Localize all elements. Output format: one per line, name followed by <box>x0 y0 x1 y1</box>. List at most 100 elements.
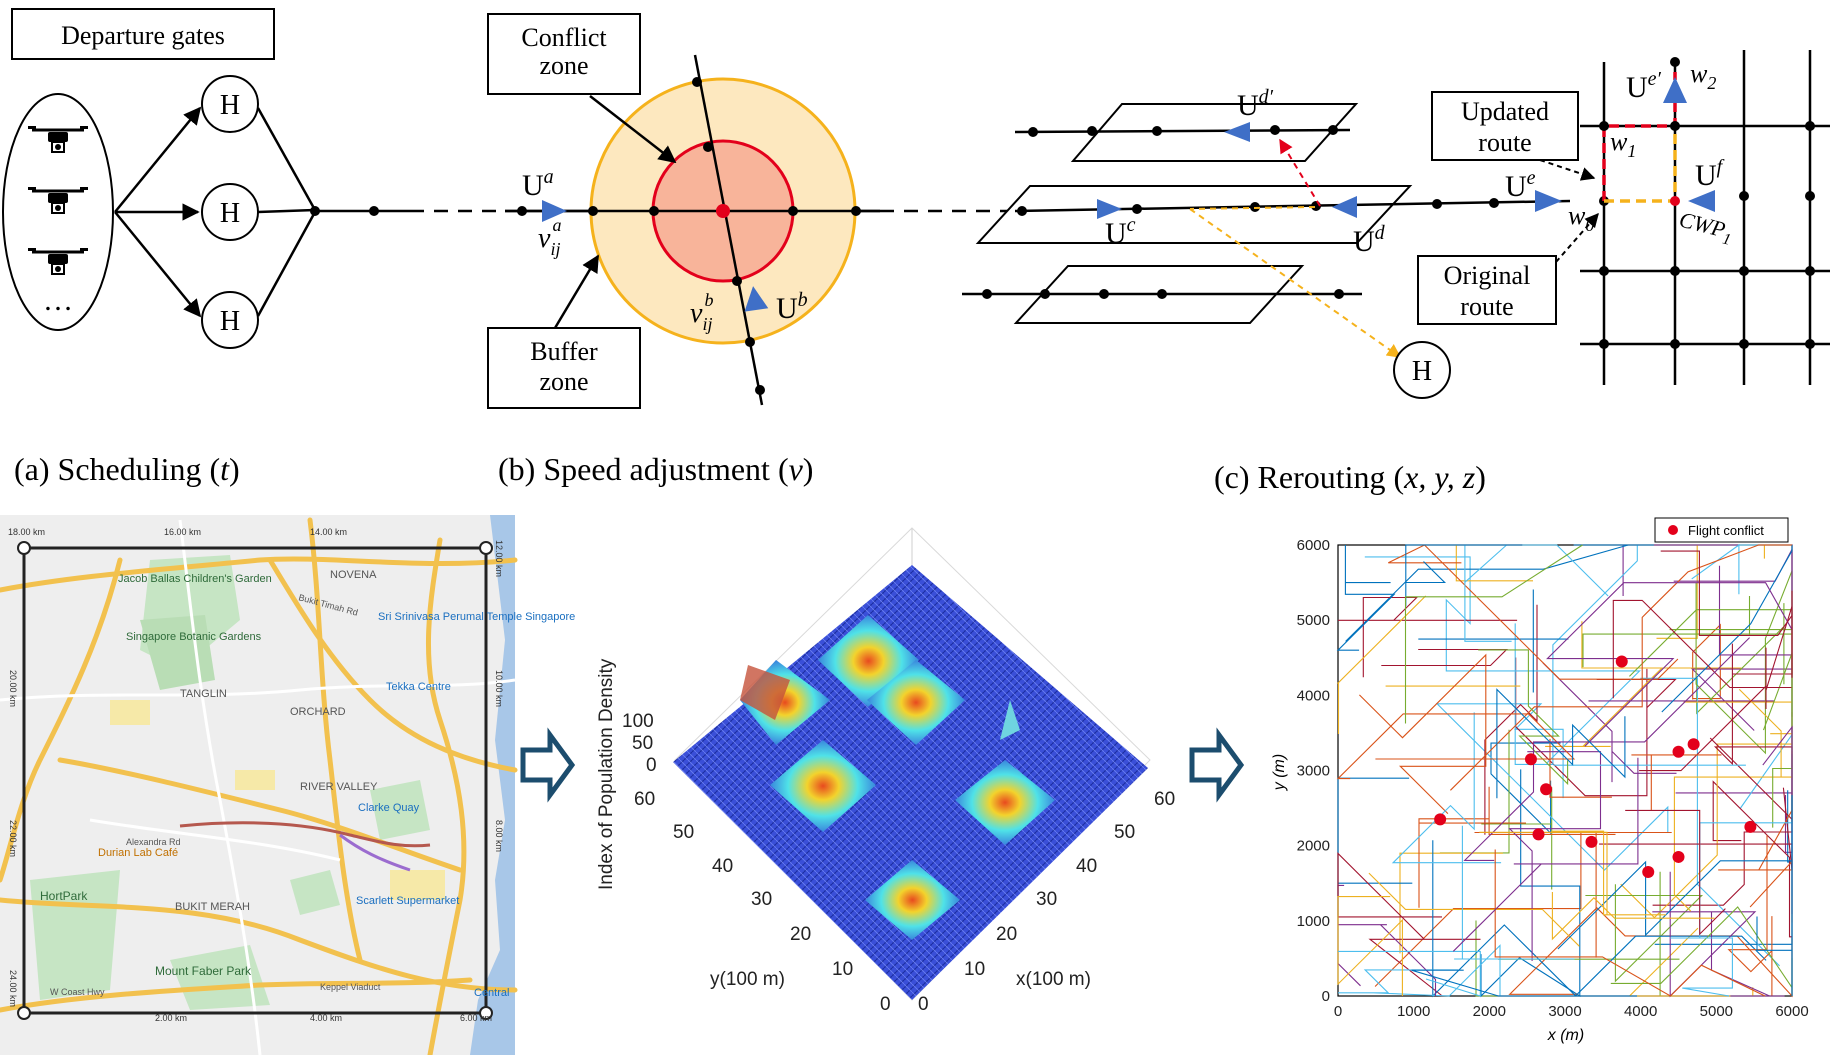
x-tick: 30 <box>1036 889 1057 910</box>
route-line <box>1480 769 1581 998</box>
map-place-label: ORCHARD <box>290 706 346 718</box>
altitude-layer-mid <box>975 185 1413 244</box>
va-label: vija <box>538 215 561 259</box>
buffer-zone-box <box>487 327 641 409</box>
cwp-label: CWP1 <box>1676 207 1736 249</box>
conflict-zone-label: zone <box>539 51 588 80</box>
hub-label: H <box>220 90 240 121</box>
route-line <box>1338 944 1501 997</box>
map-tick: 24.00 km <box>8 970 18 1007</box>
departure-gates-label: Departure gates <box>61 21 225 50</box>
map-place-label: Clarke Quay <box>358 802 420 814</box>
map-place-label: HortPark <box>40 889 88 903</box>
map-place-label: Jacob Ballas Children's Garden <box>118 573 272 585</box>
route-line <box>1691 543 1792 595</box>
original-route-box <box>1417 255 1557 325</box>
map-tick: 4.00 km <box>310 1013 342 1023</box>
route-line <box>1364 556 1641 764</box>
drone-icon <box>28 187 88 214</box>
z-tick: 100 <box>622 711 654 732</box>
w2-label: w2 <box>1690 59 1716 93</box>
route-line <box>1620 743 1792 919</box>
uc-label: Uc <box>1105 214 1136 250</box>
plot-area <box>1337 544 1793 997</box>
uav-arrow-ue <box>1535 190 1562 212</box>
panel-a-scheduling: Departure gates … H <box>2 8 505 487</box>
z-tick: 50 <box>632 733 653 754</box>
route-line <box>1542 662 1677 783</box>
ua-label: Ua <box>522 166 554 202</box>
route-line <box>1494 849 1766 997</box>
map-place-label: Durian Lab Café <box>98 847 178 859</box>
route-line <box>1479 830 1667 916</box>
route-line <box>1411 969 1637 997</box>
route-line <box>1338 950 1481 997</box>
drone-icon <box>28 126 88 153</box>
route-line <box>1337 896 1403 996</box>
route-line <box>1508 907 1793 998</box>
map-place-label: Alexandra Rd <box>126 837 181 847</box>
departure-gates-box <box>11 8 275 60</box>
x-tick-label: 4000 <box>1624 1003 1657 1020</box>
legend-label: Flight conflict <box>1688 523 1764 538</box>
y-tick: 50 <box>673 822 694 843</box>
y-tick: 30 <box>751 889 772 910</box>
conflict-zone-label: Conflict <box>521 23 607 52</box>
conflict-zone-box <box>487 13 641 95</box>
uep-label: Ue′ <box>1626 68 1662 104</box>
uav-arrow-udp <box>1224 122 1250 142</box>
conflict-point <box>1434 813 1447 826</box>
route-line <box>1336 545 1396 651</box>
map-place-label: Keppel Viaduct <box>320 982 381 992</box>
ub-label: Ub <box>776 289 808 325</box>
route-line <box>1670 822 1792 997</box>
route-line <box>1452 757 1639 952</box>
uf-label: Uf <box>1695 156 1725 192</box>
udp-label: Ud′ <box>1237 86 1274 122</box>
original-route-label: route <box>1460 292 1513 321</box>
x-tick-label: 5000 <box>1700 1003 1733 1020</box>
uav-arrow-ub <box>744 286 769 312</box>
map-place-label: TANGLIN <box>180 688 227 700</box>
map-place-label: NOVENA <box>330 569 377 581</box>
x-tick: 50 <box>1114 822 1135 843</box>
buffer-zone-label: Buffer <box>530 337 598 366</box>
route-line <box>1368 872 1580 947</box>
route-line <box>1551 892 1715 941</box>
route-line <box>1712 780 1792 938</box>
route-line <box>1432 840 1767 998</box>
route-line <box>1546 582 1793 747</box>
updated-route-label: route <box>1478 128 1531 157</box>
route-line <box>1660 550 1793 678</box>
route-line <box>1336 713 1576 780</box>
panel-b-speed-adjustment: Ua vija Ub vijb Conflict zone Buffer zon… <box>487 13 1015 487</box>
updated-route <box>1602 72 1677 201</box>
route-line <box>1405 544 1523 607</box>
more-drones-ellipsis: … <box>43 284 73 317</box>
flow-arrow <box>520 727 576 803</box>
y-tick: 20 <box>790 924 811 945</box>
uav-arrow-ud <box>1332 196 1357 218</box>
map-place-label: Scarlett Supermarket <box>356 895 459 907</box>
caption-c: (c) Rerouting (x, y, z) <box>1214 459 1486 495</box>
x-tick: 20 <box>996 924 1017 945</box>
map-tick: 18.00 km <box>8 527 45 537</box>
route-grid <box>1580 50 1830 385</box>
map-tick: 10.00 km <box>494 670 504 707</box>
uav-arrow-uc <box>1097 199 1122 219</box>
y-tick: 40 <box>712 856 733 877</box>
conflict-point <box>1642 865 1655 878</box>
x-axis-label: x(100 m) <box>1016 969 1091 990</box>
conflict-point <box>1672 850 1685 863</box>
z-axis-label: Index of Population Density <box>596 658 617 890</box>
w1-label: w1 <box>1610 127 1636 161</box>
map-tick: 22.00 km <box>8 820 18 857</box>
map-place-label: BUKIT MERAH <box>175 901 250 913</box>
route-line <box>1508 751 1602 961</box>
route-line <box>1450 544 1792 791</box>
vb-label: vijb <box>690 290 713 334</box>
map-tick: 16.00 km <box>164 527 201 537</box>
x-tick: 40 <box>1076 856 1097 877</box>
route-line <box>1673 689 1792 912</box>
